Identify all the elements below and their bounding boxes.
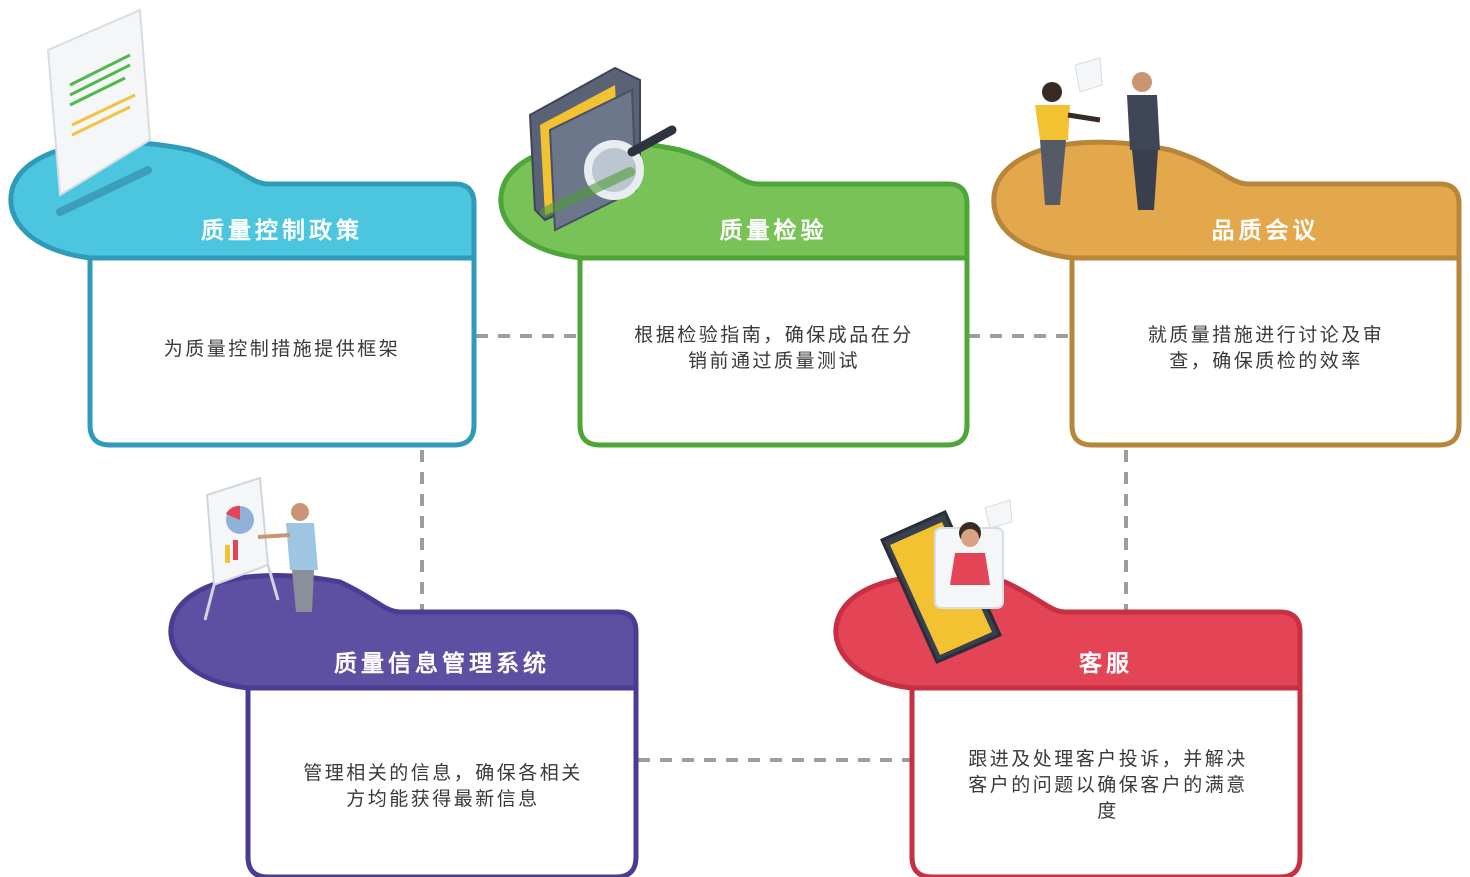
- card-text-quality-inspection: 根据检验指南，确保成品在分销前通过质量测试: [634, 324, 914, 372]
- card-title-quality-inspection: 质量检验: [719, 218, 828, 244]
- presentation-board-icon: [203, 476, 318, 621]
- meeting-people-icon: [1035, 57, 1160, 210]
- card-title-quality-info-system: 质量信息管理系统: [334, 651, 550, 677]
- card-quality-info-system: [168, 476, 639, 877]
- card-quality-meeting: [991, 57, 1462, 448]
- card-quality-inspection: [498, 66, 970, 448]
- card-body-shape: [577, 255, 970, 448]
- card-text-quality-meeting: 就质量措施进行讨论及审查，确保质检的效率: [1147, 324, 1385, 372]
- connectors: [420, 334, 1128, 762]
- customer-service-phone-icon: [880, 499, 1013, 664]
- card-body-shape: [245, 685, 639, 877]
- card-text-quality-info-system: 管理相关的信息，确保各相关方均能获得最新信息: [303, 762, 583, 810]
- card-text-customer-service: 跟进及处理客户投诉，并解决客户的问题以确保客户的满意度: [968, 748, 1248, 822]
- card-body-shape: [87, 255, 477, 448]
- document-icon: [46, 8, 152, 216]
- card-body-shape: [1069, 255, 1462, 448]
- card-customer-service: [833, 499, 1303, 877]
- folder-magnifier-icon: [528, 66, 677, 232]
- card-title-quality-meeting: 品质会议: [1211, 218, 1320, 244]
- card-quality-control-policy: [8, 8, 477, 448]
- card-body-shape: [909, 685, 1303, 877]
- card-header-shape: [8, 139, 477, 261]
- card-title-quality-control-policy: 质量控制政策: [201, 218, 363, 244]
- card-text-quality-control-policy: 为质量控制措施提供框架: [163, 338, 401, 360]
- card-title-customer-service: 客服: [1079, 651, 1133, 677]
